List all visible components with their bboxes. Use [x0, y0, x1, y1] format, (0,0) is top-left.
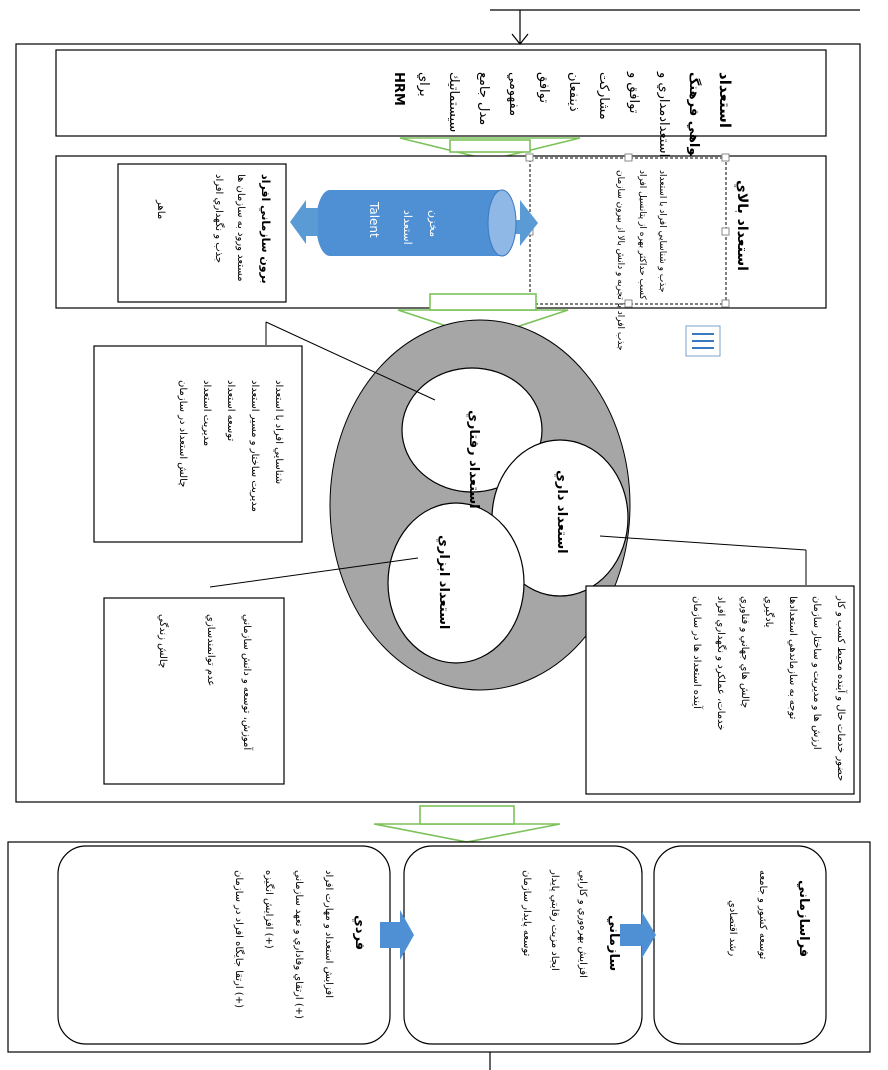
blue-arrow-bottom-1 — [380, 910, 414, 960]
outcome-line: افزايش استعداد و مهارت افراد — [323, 870, 334, 998]
top-box-item: توافق — [536, 72, 551, 103]
note-line: يادگيري — [763, 596, 775, 628]
outcome-line: ارتقاي وفاداري و تعهد سازماني (+) — [293, 870, 304, 1019]
note-line: حضور خدمات حال و آينده محيط كسب و كار — [835, 595, 848, 781]
cylinder-talent: Talent — [367, 201, 381, 238]
outcome-individual — [57, 845, 391, 1045]
venn-circle-label: استعداد رفتاري — [466, 410, 481, 509]
blue-arrow-bottom-2 — [620, 912, 656, 958]
cylinder-label: مخزن — [427, 210, 440, 237]
hollow-arrow-3 — [373, 805, 561, 843]
top-box-text: استعداد خواهي فرهنگ استعدادمداري و توافق… — [391, 71, 734, 165]
note-line: توجه به سازماندهي استعدادها — [787, 596, 798, 719]
venn-circle-label: استعداد داري — [554, 470, 569, 554]
top-box-item: مدل جامع — [476, 72, 491, 125]
outcome-line: رشد اقتصادي — [727, 900, 738, 956]
note-left-top — [93, 345, 303, 543]
input-line: كسب حداكثر بهره از پتانسيل افراد — [637, 170, 647, 300]
output-line: جذب و نگهداري افراد — [213, 174, 225, 263]
note-right — [585, 585, 855, 795]
input-box — [529, 157, 727, 305]
layout-options-icon — [685, 325, 721, 357]
note-line: آينده استعداد ها در سازمان — [691, 596, 704, 710]
outer-frame — [15, 43, 861, 803]
top-connector — [490, 9, 860, 45]
note-line: عدم توانمندسازي — [205, 614, 216, 686]
output-line: برون سازماني افراد — [259, 174, 272, 284]
hollow-arrow-1 — [399, 137, 581, 161]
outcome-extra — [653, 845, 827, 1045]
talent-cylinder — [316, 189, 517, 257]
note-line: توسعه استعداد — [225, 380, 236, 441]
outcome-line: توسعه كشور و جامعه — [757, 870, 768, 960]
blue-arrow-output — [290, 200, 318, 244]
outcome-title: فراسازماني — [796, 880, 811, 957]
note-line: چالش هاي جهاني و فناوري — [739, 596, 750, 708]
top-box-title: استعداد — [716, 72, 734, 128]
note-line: مديريت ساختار و مسير استعداد — [249, 380, 260, 512]
top-box-item: سيستماتيك — [446, 72, 461, 132]
outcomes-frame — [7, 841, 871, 1053]
note-line: ارزش ها و مديريت و ساختار سازمان — [811, 596, 822, 750]
note-line: آموزش، توسعه و دانش سازماني — [241, 614, 254, 751]
top-box-item: مفهومي — [506, 72, 521, 116]
note-line: شناسايي افراد با استعداد — [273, 380, 284, 484]
input-title: استعداد بالاي — [733, 180, 750, 271]
outcome-title: سازماني — [606, 915, 621, 971]
top-box-item: HRM — [391, 72, 406, 106]
top-box-item: مشاركت — [596, 72, 611, 120]
note-line: مديريت استعداد — [201, 380, 212, 446]
outcome-line: توسعه پايدار سازمان — [521, 870, 532, 957]
output-line: ماهر — [155, 199, 166, 219]
top-box-item: ذينفعان — [566, 72, 581, 112]
blue-arrow-input — [510, 200, 538, 246]
note-connectors — [209, 321, 807, 588]
top-box-item: خواهي فرهنگ — [686, 72, 702, 165]
note-line: خدمات، عملكرد و نگهداري افراد — [715, 596, 727, 730]
venn-circles — [387, 367, 629, 664]
top-box — [55, 49, 827, 137]
note-left-bottom — [103, 597, 285, 785]
top-box-item: استعدادمداري و — [656, 71, 671, 157]
outcome-line: افزايش بهره‌وري و كارايي — [577, 870, 588, 978]
note-line: چالش زندگي — [157, 614, 169, 668]
output-box — [117, 163, 287, 303]
cylinder-sub: استعداد — [401, 210, 414, 245]
input-line: جذب افراد با تجربه و دانش بالا از بيرون … — [615, 170, 625, 351]
top-box-item: توافق و — [626, 71, 641, 114]
input-line: جذب و شناسايي افراد با استعداد — [657, 170, 667, 293]
outcome-title: فردي — [352, 915, 367, 950]
venn-circle-label: استعداد ابزاري — [436, 535, 451, 629]
outcome-line: افزايش انگيزه (+) — [263, 870, 275, 949]
note-line: چالش استعداد در سازمان — [177, 380, 188, 487]
outcome-line: ارتقا جايگاه افراد در سازمان (+) — [233, 870, 245, 1008]
outcome-line: ايجاد مزيت رقابتي پايدار — [549, 869, 560, 971]
output-line: مستعد ورود به سازمان ها — [235, 174, 246, 282]
top-box-item: براي — [416, 72, 431, 97]
